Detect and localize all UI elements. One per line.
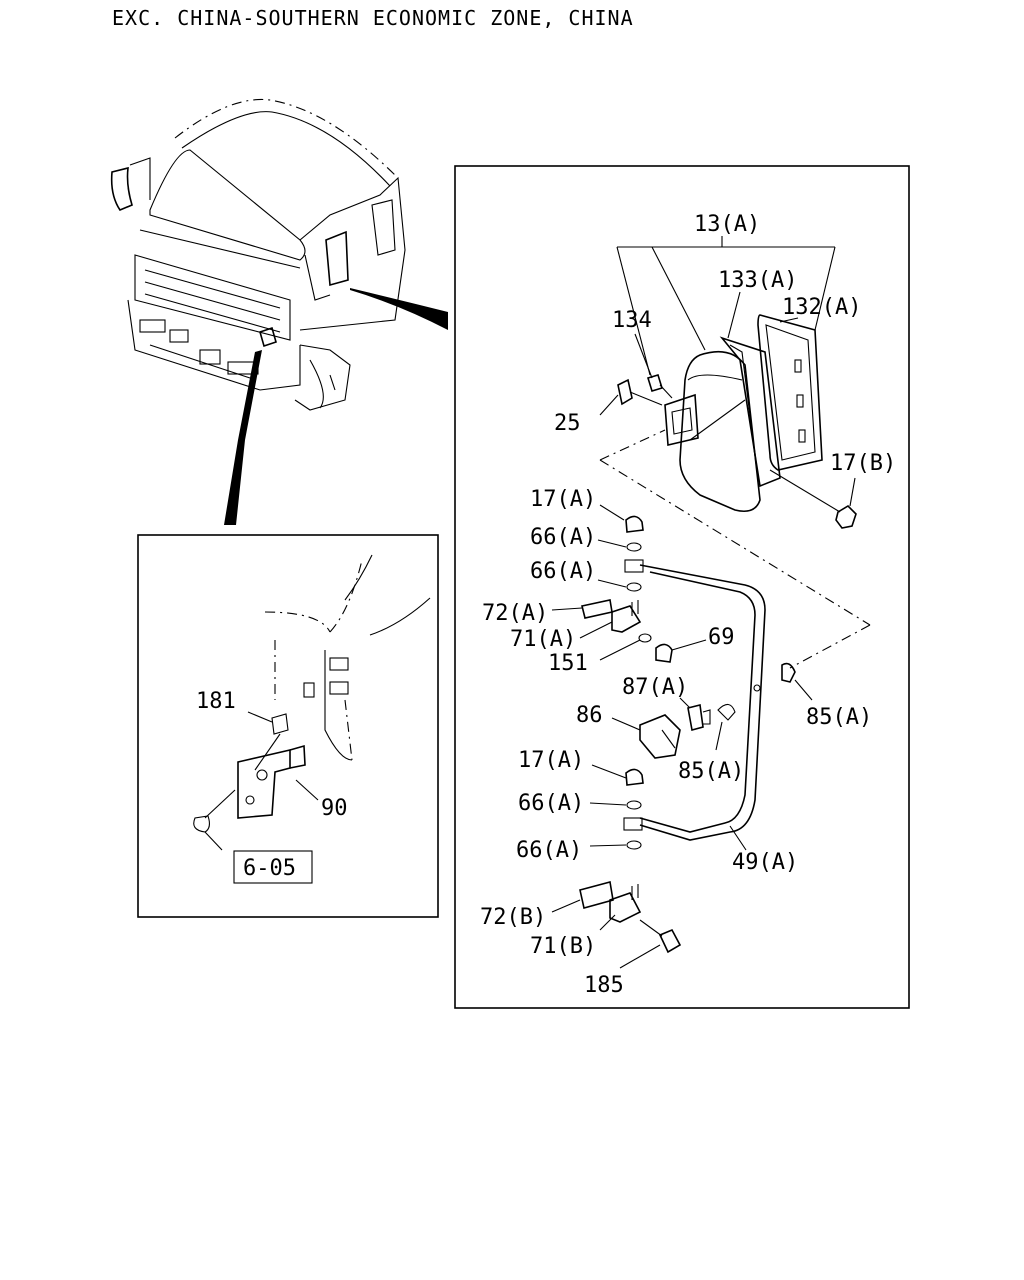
label-17b: 17(B) [830, 451, 896, 476]
label-66a-3: 66(A) [518, 791, 584, 816]
label-85a-right: 85(A) [806, 705, 872, 730]
label-85a-lower: 85(A) [678, 759, 744, 784]
label-86: 86 [576, 703, 603, 728]
label-66a-4: 66(A) [516, 838, 582, 863]
label-17a-lower: 17(A) [518, 748, 584, 773]
mirror-inset-frame [454, 165, 910, 1009]
bracket-drawing [193, 554, 431, 884]
label-87a: 87(A) [622, 675, 688, 700]
label-69: 69 [708, 625, 735, 650]
label-185: 185 [584, 973, 624, 998]
label-72b: 72(B) [480, 905, 546, 930]
diagram-header: EXC. CHINA-SOUTHERN ECONOMIC ZONE, CHINA [112, 6, 634, 30]
label-17a-upper: 17(A) [530, 487, 596, 512]
label-66a-2: 66(A) [530, 559, 596, 584]
label-71b: 71(B) [530, 934, 596, 959]
label-66a-1: 66(A) [530, 525, 596, 550]
label-132a: 132(A) [782, 295, 861, 320]
label-ref-6-05: 6-05 [243, 856, 296, 881]
label-72a: 72(A) [482, 601, 548, 626]
label-71a: 71(A) [510, 627, 576, 652]
label-181: 181 [196, 689, 236, 714]
label-25: 25 [554, 411, 581, 436]
truck-cab-drawing [110, 98, 448, 525]
bracket-inset-frame [137, 534, 439, 918]
label-133a: 133(A) [718, 268, 797, 293]
mirror-assembly-drawing [551, 236, 871, 969]
label-134: 134 [612, 308, 652, 333]
label-90: 90 [321, 796, 348, 821]
label-151: 151 [548, 651, 588, 676]
label-49a: 49(A) [732, 850, 798, 875]
label-13a: 13(A) [694, 212, 760, 237]
